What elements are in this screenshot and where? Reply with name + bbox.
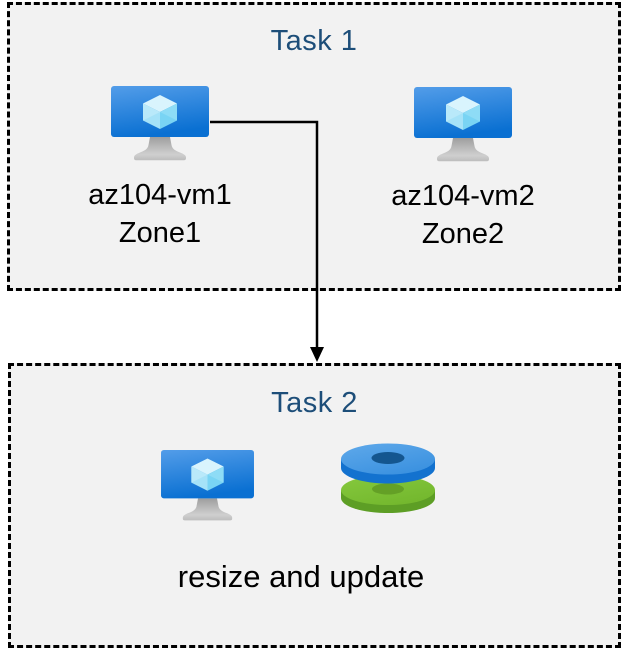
azure-virtual-machine-icon: [414, 87, 512, 162]
azure-virtual-machine-icon: [161, 449, 254, 521]
task2-caption: resize and update: [177, 559, 425, 594]
task2-title: Task 2: [271, 387, 358, 419]
vm2-name: az104-vm2: [391, 180, 535, 212]
vm1-zone: Zone1: [118, 217, 202, 249]
task2-box: Task 2 resize and update: [8, 363, 621, 648]
task1-title: Task 1: [270, 25, 358, 57]
azure-virtual-machine-icon: [111, 86, 209, 161]
vm1-label: az104-vm1 Zone1: [28, 176, 292, 252]
azure-managed-disks-icon: [341, 443, 435, 513]
vm2-zone: Zone2: [421, 218, 505, 250]
vm2-label: az104-vm2 Zone2: [331, 177, 595, 253]
vm1-name: az104-vm1: [88, 179, 232, 211]
arrowhead-down-icon: [310, 347, 324, 362]
